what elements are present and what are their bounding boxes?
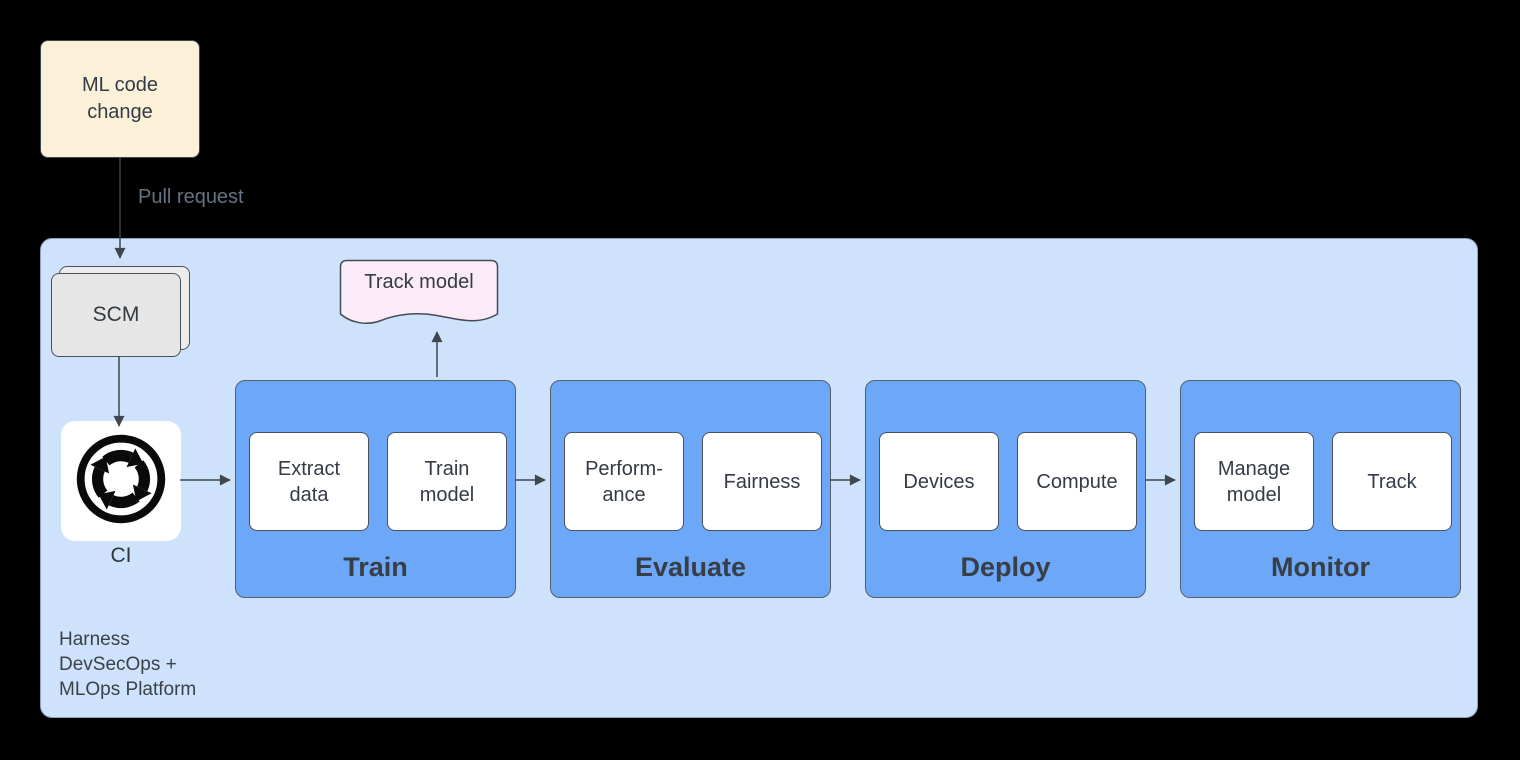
scm-node: SCM xyxy=(51,273,181,357)
stage-title-deploy: Deploy xyxy=(960,552,1051,582)
track-model-node xyxy=(339,259,499,335)
step-label: model xyxy=(419,483,475,506)
ml-code-change-node: ML code change xyxy=(40,40,200,158)
scm-label: SCM xyxy=(92,303,140,326)
step-compute: Compute xyxy=(1017,432,1137,531)
ci-node xyxy=(61,421,181,541)
track-model-label: Track model xyxy=(364,271,474,293)
step-label: Fairness xyxy=(723,470,801,493)
step-label: data xyxy=(289,483,329,506)
step-label: model xyxy=(1226,483,1282,506)
stage-title-train: Train xyxy=(343,552,408,582)
step-label: Manage xyxy=(1217,457,1291,480)
step-performance: Perform- ance xyxy=(564,432,684,531)
platform-caption: Harness DevSecOps + MLOps Platform xyxy=(59,627,196,702)
step-fairness: Fairness xyxy=(702,432,822,531)
step-manage-model: Manage model xyxy=(1194,432,1314,531)
ml-code-change-label-line2: change xyxy=(87,101,153,123)
stage-title-evaluate: Evaluate xyxy=(634,552,747,582)
step-label: Perform- xyxy=(585,457,663,480)
step-track: Track xyxy=(1332,432,1452,531)
stage-train: Extract data Train model Train xyxy=(235,380,516,598)
stage-evaluate: Perform- ance Fairness Evaluate xyxy=(550,380,831,598)
step-label: Compute xyxy=(1036,470,1118,493)
platform-container: SCM CI Track model xyxy=(40,238,1478,718)
stage-monitor: Manage model Track Monitor xyxy=(1180,380,1461,598)
pull-request-edge-label: Pull request xyxy=(138,186,244,208)
stage-deploy: Devices Compute Deploy xyxy=(865,380,1146,598)
step-extract-data: Extract data xyxy=(249,432,369,531)
cycle-arrows-icon xyxy=(69,427,173,536)
stage-title-monitor: Monitor xyxy=(1271,552,1370,582)
step-label: Train xyxy=(424,457,470,480)
ml-code-change-label-line1: ML code xyxy=(82,74,158,96)
document-shape xyxy=(339,259,499,324)
step-label: Track xyxy=(1367,470,1417,493)
platform-caption-line1: Harness xyxy=(59,629,130,650)
platform-caption-line2: DevSecOps + xyxy=(59,654,177,675)
platform-caption-line3: MLOps Platform xyxy=(59,679,197,700)
step-train-model: Train model xyxy=(387,432,507,531)
step-devices: Devices xyxy=(879,432,999,531)
step-label: ance xyxy=(602,483,646,506)
step-label: Extract xyxy=(277,457,341,480)
step-label: Devices xyxy=(903,470,975,493)
ci-label: CI xyxy=(110,544,132,567)
